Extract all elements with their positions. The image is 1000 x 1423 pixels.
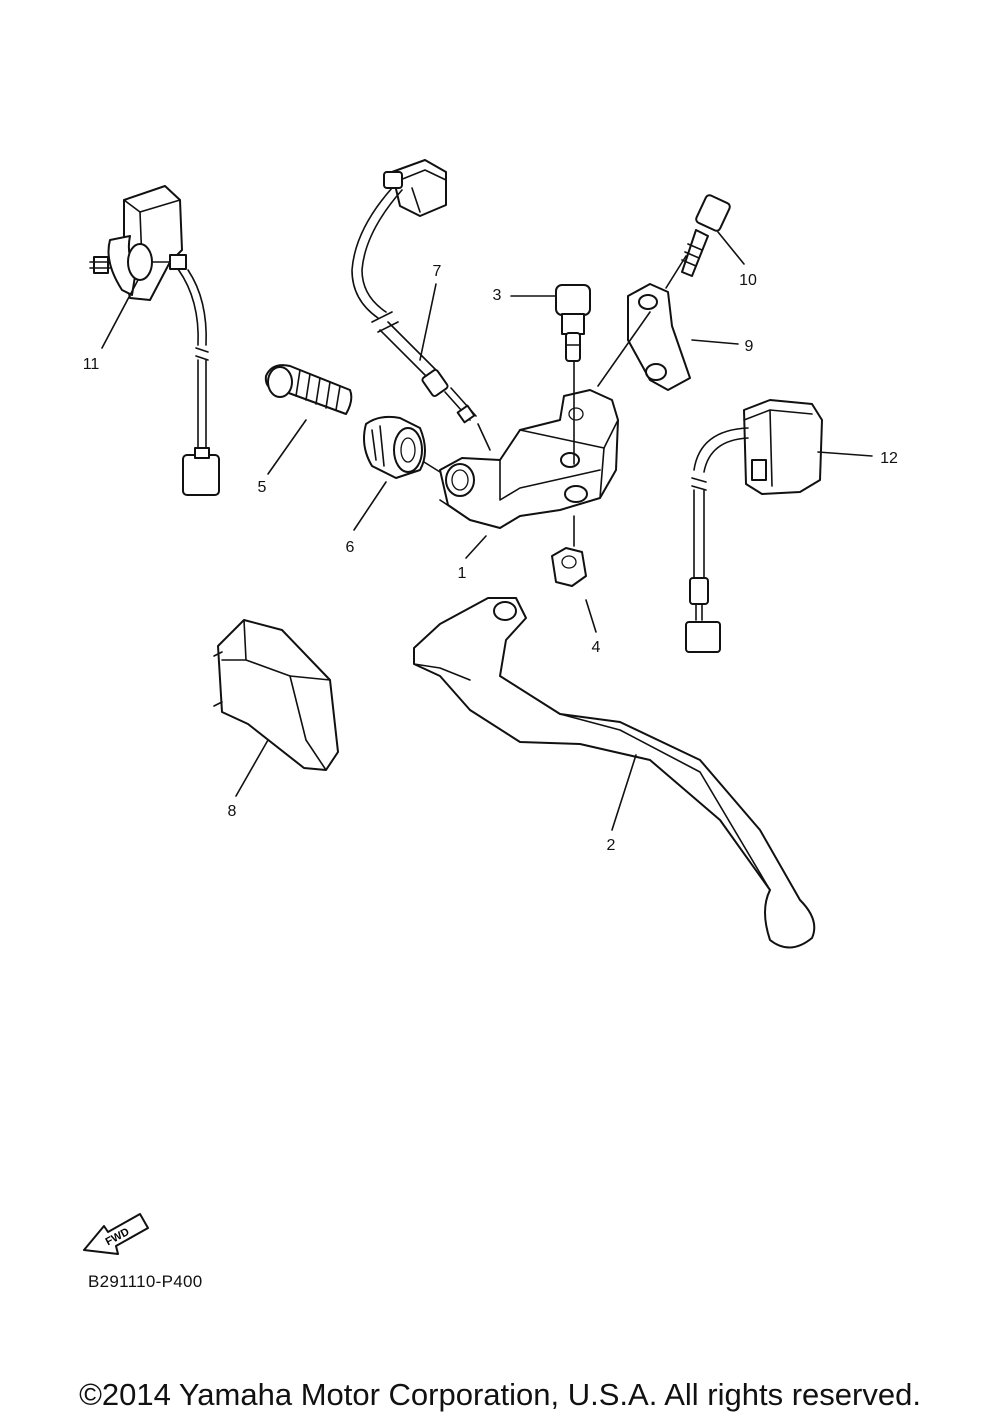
callout-5: 5 (258, 479, 267, 496)
callouts: 1 2 3 4 5 6 7 8 9 10 11 12 (83, 263, 898, 854)
leader-9 (691, 339, 739, 345)
leader-2 (611, 754, 637, 831)
fwd-arrow-icon: FWD (83, 1213, 149, 1255)
part-10-bolt (681, 194, 731, 277)
leader-1 (465, 535, 487, 559)
callout-9: 9 (745, 338, 754, 355)
part-6-locknut (363, 415, 426, 479)
axis-cap (597, 311, 651, 387)
exploded-parts-diagram: 1 2 3 4 5 6 7 8 9 10 11 12 FWD (83, 159, 898, 1255)
callout-7: 7 (433, 263, 442, 280)
part-2-clutch-lever (413, 597, 816, 949)
part-5-adjuster (264, 364, 353, 415)
axis-locknut (423, 461, 441, 473)
part-8-lever-guard (213, 619, 339, 771)
leader-lines (101, 231, 873, 831)
part-9-holder-cap (627, 283, 691, 391)
part-11-left-switch (89, 185, 220, 496)
leader-8 (235, 739, 269, 797)
leader-11 (101, 279, 139, 349)
axis-bolt (665, 255, 687, 289)
leader-7 (419, 283, 437, 361)
leader-6 (353, 481, 387, 531)
callout-1: 1 (458, 565, 467, 582)
leader-12 (817, 451, 873, 457)
part-4-nut (551, 547, 587, 587)
callout-6: 6 (346, 539, 355, 556)
part-7-clutch-switch (351, 159, 477, 424)
callout-2: 2 (607, 837, 616, 854)
callout-11: 11 (83, 356, 100, 373)
callout-12: 12 (880, 450, 898, 467)
diagram-code: B291110-P400 (88, 1272, 203, 1291)
callout-3: 3 (493, 287, 502, 304)
callout-10: 10 (739, 272, 757, 289)
leader-4 (585, 599, 597, 633)
part-3-pivot-bolt (555, 284, 591, 362)
leader-5 (267, 419, 307, 475)
part-12-right-switch (685, 399, 823, 653)
axis-switch (477, 423, 491, 451)
leader-10 (717, 231, 745, 265)
callout-4: 4 (592, 639, 601, 656)
copyright-notice: ©2014 Yamaha Motor Corporation, U.S.A. A… (79, 1377, 921, 1412)
callout-8: 8 (228, 803, 237, 820)
